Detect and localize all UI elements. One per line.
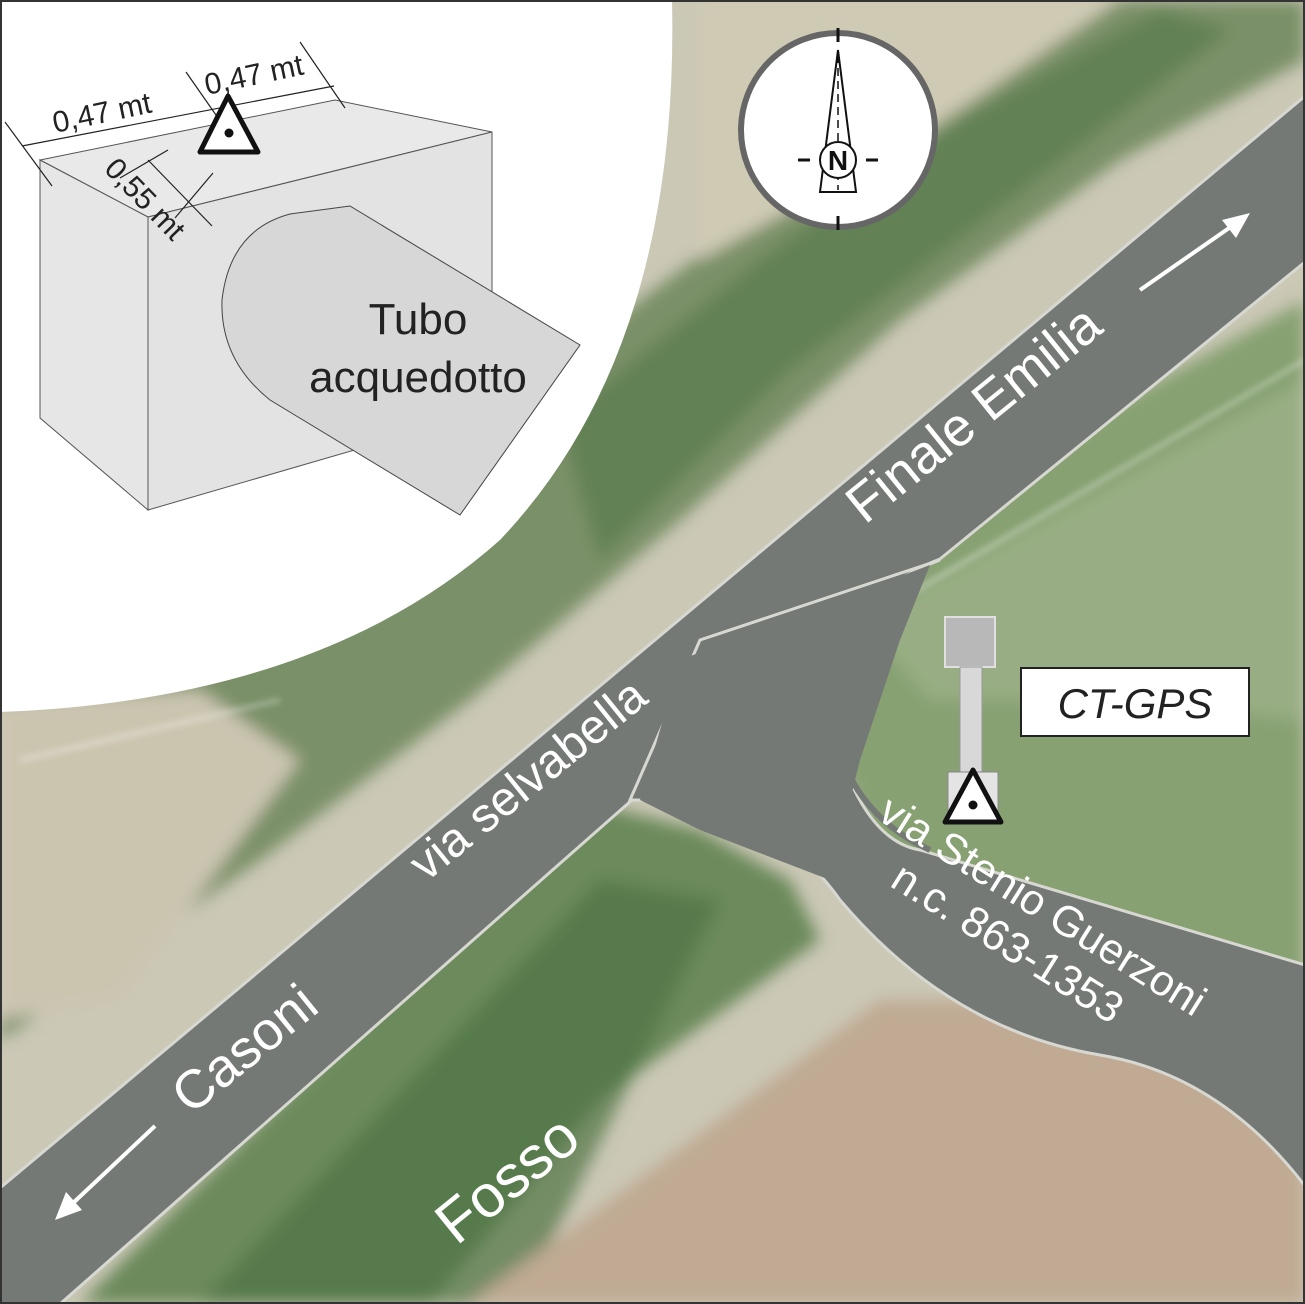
arrow-to-finale-emilia-icon — [1138, 213, 1250, 292]
north-letter: N — [828, 145, 848, 176]
pipe-label-line2: acquedotto — [309, 353, 527, 402]
pipe-shape — [221, 205, 581, 516]
pipe-label-line1: Tubo — [369, 295, 468, 344]
road-network — [0, 94, 1305, 1304]
north-arrow-icon: N — [738, 28, 938, 230]
benchmark-triangle-icon-station — [942, 767, 1004, 825]
station-label: CT-GPS — [1058, 680, 1213, 727]
arrow-to-casoni-icon — [55, 1124, 157, 1220]
station-marker: CT-GPS — [942, 616, 1250, 825]
benchmark-triangle-icon — [197, 93, 261, 155]
benchmark-detail-drawing: 0,47 mt 0,47 mt 0,55 mt Tubo acquedotto — [4, 41, 581, 516]
